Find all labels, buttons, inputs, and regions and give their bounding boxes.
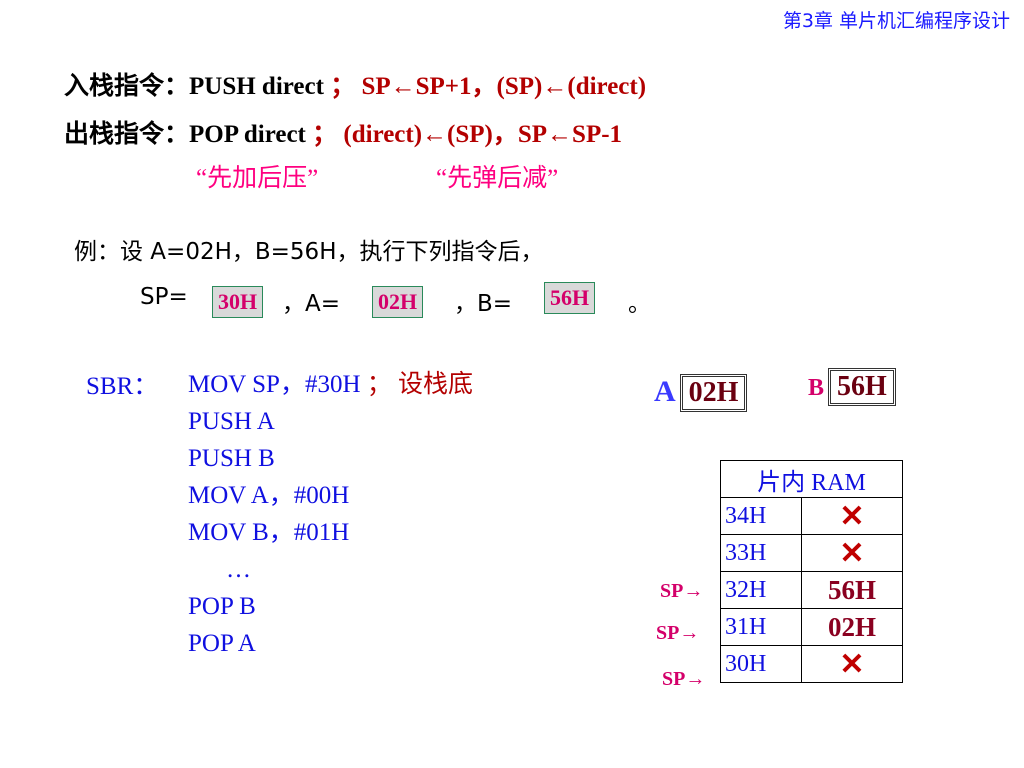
push-mnemonic: “先加后压”: [196, 165, 319, 192]
push-instruction-line: 入栈指令：PUSH direct ； SP←SP+1，(SP)←(direct): [64, 66, 646, 102]
code-line: …: [226, 556, 251, 583]
ram-header-row: 片内 RAM: [720, 460, 903, 498]
push-label: 入栈指令：PUSH direct: [64, 73, 324, 100]
ram-value: 02H: [801, 608, 903, 646]
table-row: 34H ✕: [720, 497, 903, 535]
chapter-header: 第3章 单片机汇编程序设计: [782, 10, 1010, 32]
pop-label: 出栈指令：POP direct: [64, 121, 306, 148]
example-a-answer: 02H: [372, 286, 424, 318]
code-line: POP B: [188, 593, 256, 620]
code-line: MOV A，#00H: [188, 482, 350, 509]
cleared-mark: ✕: [801, 497, 903, 535]
code-line: MOV B，#01H: [188, 519, 350, 546]
push-separator: ；: [330, 73, 356, 100]
b-answer-box: 56H: [544, 282, 596, 314]
example-sp-label: SP=: [140, 284, 188, 310]
pop-operations: (direct)←(SP)，SP←SP-1: [343, 121, 623, 148]
code-listing: MOV SP，#30H ； 设栈底 PUSH A PUSH B MOV A，#0…: [188, 366, 473, 662]
code-comment: 设栈底: [398, 371, 474, 398]
sp-answer-box: 30H: [212, 286, 264, 318]
cleared-mark: ✕: [801, 645, 903, 683]
register-a-value: 02H: [679, 374, 748, 412]
internal-ram-table: 片内 RAM 34H ✕ 33H ✕ 32H 56H 31H 02H 30H ✕: [720, 460, 903, 683]
example-end: 。: [628, 291, 651, 317]
pop-separator: ；: [312, 121, 338, 148]
code-line: PUSH B: [188, 445, 275, 472]
example-b-answer: 56H: [544, 282, 596, 314]
ram-title: 片内 RAM: [720, 460, 903, 498]
pop-instruction-line: 出栈指令：POP direct ； (direct)←(SP)，SP←SP-1: [64, 114, 622, 150]
code-line: PUSH A: [188, 408, 275, 435]
table-row: 32H 56H: [720, 571, 903, 609]
cleared-mark: ✕: [801, 534, 903, 572]
register-b-label: B: [808, 375, 825, 401]
a-answer-box: 02H: [372, 286, 424, 318]
table-row: 30H ✕: [720, 645, 903, 683]
register-a: A 02H: [654, 374, 748, 412]
table-row: 31H 02H: [720, 608, 903, 646]
example-intro: 例：设 A=02H，B=56H，执行下列指令后，: [74, 239, 544, 265]
sp-pointer-31h: SP→: [656, 622, 700, 644]
example-sp-answer: 30H: [212, 286, 264, 318]
code-label: SBR：: [86, 373, 159, 400]
push-operations: SP←SP+1，(SP)←(direct): [361, 73, 647, 100]
register-a-label: A: [654, 375, 676, 408]
sp-pointer-30h: SP→: [662, 668, 706, 690]
code-line: POP A: [188, 630, 256, 657]
example-b-label: ，B=: [454, 291, 513, 317]
example-a-label: ，A=: [282, 291, 341, 317]
ram-value: 56H: [801, 571, 903, 609]
sp-pointer-32h: SP→: [660, 580, 704, 602]
code-line: MOV SP，#30H ； 设栈底: [188, 371, 474, 398]
register-b-value: 56H: [828, 368, 896, 406]
register-b: B 56H: [808, 368, 896, 406]
pop-mnemonic: “先弹后减”: [436, 165, 559, 192]
table-row: 33H ✕: [720, 534, 903, 572]
